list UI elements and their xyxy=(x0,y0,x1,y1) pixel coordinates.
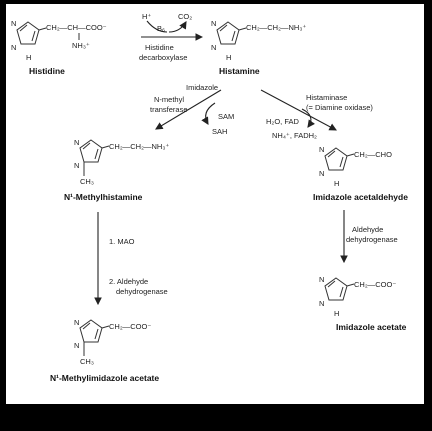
ring-atom-nh: N xyxy=(211,43,216,52)
aldehyde-dehydrogenase-label-1: 2. Aldehyde xyxy=(109,277,148,286)
imidazole-acetaldehyde-label: Imidazole acetaldehyde xyxy=(313,192,408,202)
histidine-side-chain: CH₂—CH—COO⁻ xyxy=(46,23,107,32)
mao-oxidation-step: 1. MAO 2. Aldehyde dehydrogenase xyxy=(94,212,168,306)
oxidation-reaction: Histaminase (= Diamine oxidase) H₂O, FAD… xyxy=(260,89,373,140)
ring-atom-n: N xyxy=(211,19,216,28)
water-fad-input: H₂O, FAD xyxy=(266,117,299,126)
histamine-structure: N N H CH₂—CH₂—NH₃⁺ Histamine xyxy=(211,19,306,76)
aldehyde-dh-label-2: dehydrogenase xyxy=(346,235,398,244)
ring-atom-nh: N xyxy=(319,169,324,178)
methylhistamine-structure: N N CH₃ CH₂—CH₂—NH₃⁺ N¹-Methylhistamine xyxy=(64,138,169,202)
ring-atom-n: N xyxy=(74,318,79,327)
ring-atom-n: N xyxy=(74,161,79,170)
methylimidazole-acetate-label: N¹-Methylimidazole acetate xyxy=(50,373,159,383)
aldehyde-dh-label-1: Aldehyde xyxy=(352,225,383,234)
histamine-metabolism-diagram: N N H CH₂—CH—COO⁻ NH₃⁺ Histidine H⁺ CO₂ … xyxy=(11,12,408,383)
histaminase-label-2: (= Diamine oxidase) xyxy=(306,103,373,112)
ring-atom-n: N xyxy=(319,145,324,154)
b6-cofactor: B₆ xyxy=(157,24,165,33)
ring-atom-h: H xyxy=(26,53,31,62)
methylimidazole-acetate-structure: N N CH₃ CH₂—COO⁻ N¹-Methylimidazole acet… xyxy=(50,318,159,383)
sah-output: SAH xyxy=(212,127,227,136)
ring-atom-h: H xyxy=(334,179,339,188)
methyl-group: CH₃ xyxy=(80,177,94,186)
aldehyde-dehydrogenase-step: Aldehyde dehydrogenase xyxy=(340,210,398,264)
methylhistamine-side-chain: CH₂—CH₂—NH₃⁺ xyxy=(109,142,169,151)
methyl-group: CH₃ xyxy=(80,357,94,366)
histamine-side-chain: CH₂—CH₂—NH₃⁺ xyxy=(246,23,306,32)
proton-input: H⁺ xyxy=(142,12,151,21)
histidine-structure: N N H CH₂—CH—COO⁻ NH₃⁺ Histidine xyxy=(11,19,107,76)
sam-input: SAM xyxy=(218,112,234,121)
histidine-amino-group: NH₃⁺ xyxy=(72,41,90,50)
ring-atom-nh: N xyxy=(319,299,324,308)
ring-atom-h: H xyxy=(226,53,231,62)
acetate-side-chain: CH₂—COO⁻ xyxy=(354,280,396,289)
methyltransferase-label-2: N-methyl xyxy=(154,95,184,104)
co2-output: CO₂ xyxy=(178,12,192,21)
ring-atom-n: N xyxy=(319,275,324,284)
ring-atom-h: H xyxy=(334,309,339,318)
bottom-black-bar xyxy=(0,406,432,431)
histamine-label: Histamine xyxy=(219,66,260,76)
methyltransferase-label-3: transferase xyxy=(150,105,188,114)
imidazole-acetate-structure: N N H CH₂—COO⁻ Imidazole acetate xyxy=(319,275,407,332)
acetaldehyde-side-chain: CH₂—CHO xyxy=(354,150,392,159)
decarboxylase-label-2: decarboxylase xyxy=(139,53,187,62)
methylhistamine-label: N¹-Methylhistamine xyxy=(64,192,143,202)
ring-atom-nh: N xyxy=(11,43,16,52)
imidazole-acetaldehyde-structure: N N H CH₂—CHO Imidazole acetaldehyde xyxy=(313,145,408,202)
methylimidazole-acetate-side-chain: CH₂—COO⁻ xyxy=(109,322,151,331)
ammonium-fadh2-output: NH₄⁺, FADH₂ xyxy=(272,131,317,140)
ring-atom-n: N xyxy=(74,138,79,147)
aldehyde-dehydrogenase-label-2: dehydrogenase xyxy=(116,287,168,296)
decarboxylation-reaction: H⁺ CO₂ B₆ Histidine decarboxylase xyxy=(139,12,204,62)
ring-atom-n: N xyxy=(11,19,16,28)
methylation-reaction: Imidazole N-methyl transferase SAM SAH xyxy=(150,83,234,136)
methyltransferase-label-1: Imidazole xyxy=(186,83,218,92)
decarboxylase-label-1: Histidine xyxy=(145,43,174,52)
histaminase-label-1: Histaminase xyxy=(306,93,347,102)
histidine-label: Histidine xyxy=(29,66,65,76)
imidazole-acetate-label: Imidazole acetate xyxy=(336,322,407,332)
mao-label: 1. MAO xyxy=(109,237,135,246)
ring-atom-n: N xyxy=(74,341,79,350)
diagram-panel: N N H CH₂—CH—COO⁻ NH₃⁺ Histidine H⁺ CO₂ … xyxy=(6,4,424,404)
